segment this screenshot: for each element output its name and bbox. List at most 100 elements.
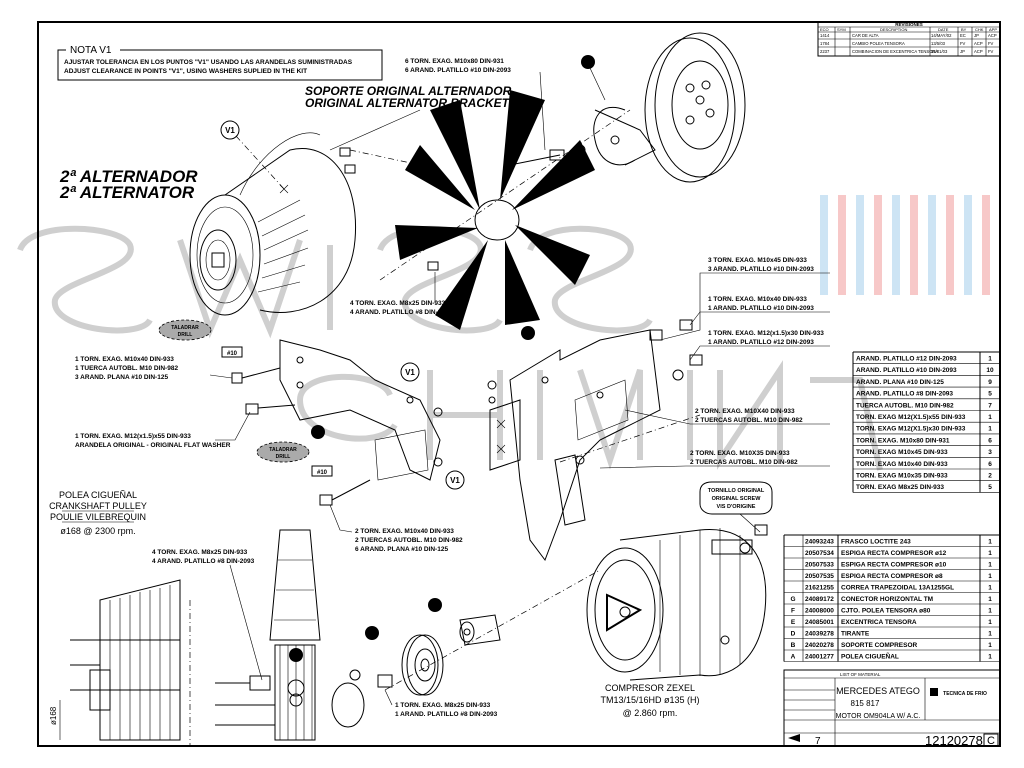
hash-label: #10 xyxy=(227,351,238,357)
callout-text: TORNILLO ORIGINAL xyxy=(708,488,765,494)
bom-item-qty: 3 xyxy=(988,449,992,456)
callout-text: 4 TORN. EXAG. M8x25 DIN-933 xyxy=(350,300,446,307)
bom-item-qty: 6 xyxy=(988,461,992,468)
bom-item-sym: E xyxy=(791,619,796,626)
rev-cell: JP xyxy=(960,49,965,54)
note-line-en: ADJUST CLEARANCE IN POINTS "V1", USING W… xyxy=(64,68,307,75)
rev-cell: ACP xyxy=(988,33,997,38)
callout-text: 2 TUERCAS AUTOBL. M10 DIN-982 xyxy=(690,459,798,466)
bracket-title-es: SOPORTE ORIGINAL ALTERNADOR xyxy=(305,84,512,98)
bom-item-desc: CJTO. POLEA TENSORA ø80 xyxy=(841,608,931,615)
rev-cell: 2237 xyxy=(820,49,830,54)
bom-item-sym: G xyxy=(790,596,795,603)
callout-text: 4 TORN. EXAG. M8x25 DIN-933 xyxy=(152,549,248,556)
crankshaft-pulley-label: POLEA CIGUEÑAL CRANKSHAFT PULLEY POULIE … xyxy=(49,490,147,536)
callout-mid: 2 TORN. EXAG. M10X40 DIN-933 2 TUERCAS A… xyxy=(599,408,830,469)
bom-item-qty: 1 xyxy=(988,608,992,615)
company-name: TECNICA DE FRIO xyxy=(943,691,987,697)
rev-col: CHK xyxy=(975,27,984,32)
callout-bottom: 1 TORN. EXAG. M8x25 DIN-933 1 ARAND. PLA… xyxy=(384,689,498,718)
sheet-number: 7 xyxy=(815,736,821,747)
compressor-title: COMPRESOR ZEXEL xyxy=(605,683,695,693)
pulley-spec: ø168 @ 2300 rpm. xyxy=(60,526,135,536)
bom-item-qty: 5 xyxy=(988,391,992,398)
crankshaft-hub xyxy=(509,32,746,183)
bom-item-desc: ESPIGA RECTA COMPRESOR ø10 xyxy=(841,562,947,569)
bom-item-desc: SOPORTE COMPRESOR xyxy=(841,642,918,649)
callout-left: 1 TORN. EXAG. M10x40 DIN-933 1 TUERCA AU… xyxy=(75,356,251,449)
callout-low: 2 TORN. EXAG. M10x40 DIN-933 2 TUERCAS A… xyxy=(329,504,463,553)
bom-item-qty: 2 xyxy=(988,473,992,480)
tensioner-pulley xyxy=(331,569,601,728)
rev-col: ECO xyxy=(820,27,829,32)
rev-cell: JP xyxy=(974,33,979,38)
pulley-title-fr: POULIE VILEBREQUIN xyxy=(50,512,146,522)
bom-item-qty: 1 xyxy=(988,631,992,638)
bom-item-code: 24093243 xyxy=(805,539,834,546)
drill-note-1: TALADRAR DRILL #10 xyxy=(158,319,243,358)
bom-item-qty: 1 xyxy=(988,356,992,363)
bom-item-qty: 1 xyxy=(988,596,992,603)
bom-item-desc: TORN. EXAG M10x35 DIN-933 xyxy=(856,473,948,480)
callout-fan-bolts: 6 TORN. EXAG. M10x80 DIN-931 6 ARAND. PL… xyxy=(405,55,606,151)
bom-item-sym: A xyxy=(791,654,796,661)
bom-item-qty: 1 xyxy=(988,550,992,557)
callout-text: 1 ARAND. PLATILLO #12 DIN-2093 xyxy=(708,339,814,346)
bom-item-desc: POLEA CIGUEÑAL xyxy=(841,652,899,661)
bom-item-desc: TORN. EXAG M8x25 DIN-933 xyxy=(856,484,944,491)
drill-sublabel: DRILL xyxy=(178,332,193,338)
bom-item-code: 20507534 xyxy=(805,550,834,557)
bom-item-qty: 1 xyxy=(988,585,992,592)
crankshaft-pulley-section: ø168 xyxy=(49,529,321,745)
callout-text: 2 TORN. EXAG. M10x40 DIN-933 xyxy=(355,528,454,535)
alternator-bracket: V1 V1 xyxy=(231,339,465,506)
rev-col: APP xyxy=(989,27,997,32)
note-v1: NOTA V1 AJUSTAR TOLERANCIA EN LOS PUNTOS… xyxy=(57,43,383,81)
svg-text:2237 COMBINACION DE EXCE: 2237 COMBINACION DE EXCENTRICA TENSORA 1… xyxy=(820,49,994,54)
callout-text: 6 ARAND. PLANA #10 DIN-125 xyxy=(355,546,448,553)
sheet-border xyxy=(37,21,1001,747)
dim-168: ø168 xyxy=(49,706,58,725)
title-subtitle: MOTOR OM904LA W/ A.C. xyxy=(836,713,921,720)
bom-item-desc: TORN. EXAG M10x45 DIN-933 xyxy=(856,449,948,456)
callout-text: 3 TORN. EXAG. M10x45 DIN-933 xyxy=(708,257,807,264)
callout-text: 4 ARAND. PLATILLO #8 DIN-2093 xyxy=(152,558,255,565)
note-line-es: AJUSTAR TOLERANCIA EN LOS PUNTOS "V1" US… xyxy=(64,59,353,66)
bom-item-qty: 1 xyxy=(988,654,992,661)
bom-item-code: 24089172 xyxy=(805,596,834,603)
drill-sublabel: DRILL xyxy=(276,454,291,460)
hash-label: #10 xyxy=(317,470,328,476)
bom-item-qty: 1 xyxy=(988,562,992,569)
callout-text: 3 ARAND. PLANA #10 DIN-125 xyxy=(75,374,168,381)
callout-text: 1 TUERCA AUTOBL. M10 DIN-982 xyxy=(75,365,178,372)
compressor-bracket xyxy=(487,326,701,562)
callout-m8-top: 4 TORN. EXAG. M8x25 DIN-933 4 ARAND. PLA… xyxy=(350,261,453,316)
drill-label: TALADRAR xyxy=(171,325,199,331)
watermark xyxy=(17,195,990,471)
callout-text: 1 TORN. EXAG. M12(x1.5)x55 DIN-933 xyxy=(75,433,191,440)
callout-text: 3 ARAND. PLATILLO #10 DIN-2093 xyxy=(708,266,814,273)
callout-text: 1 TORN. EXAG. M10x40 DIN-933 xyxy=(75,356,174,363)
bom-item-desc: TORN. EXAG M10x40 DIN-933 xyxy=(856,461,948,468)
bom-item-qty: 1 xyxy=(988,619,992,626)
svg-text:1414 CAR DE ALTA 1: 1414 CAR DE ALTA 14/MAY/02 EC JP ACP xyxy=(820,33,997,38)
bom-item-qty: 1 xyxy=(988,573,992,580)
callout-text: 4 ARAND. PLATILLO #8 DIN-2093 xyxy=(350,309,453,316)
rev-cell: ACP xyxy=(974,49,983,54)
rev-cell: FV xyxy=(988,41,994,46)
v1-marker: V1 xyxy=(225,126,235,135)
v1-marker: V1 xyxy=(450,476,460,485)
bom-item-code: 20507533 xyxy=(805,562,834,569)
bom-item-desc: FRASCO LOCTITE 243 xyxy=(841,539,911,546)
alternator-title-en: 2ª ALTERNATOR xyxy=(59,183,195,202)
bom-item-code: 24008000 xyxy=(805,608,834,615)
bom-item-desc: ARAND. PLATILLO #10 DIN-2093 xyxy=(856,367,957,374)
rev-cell: CAR DE ALTA xyxy=(852,33,879,38)
bom-item-desc: TIRANTE xyxy=(841,631,870,638)
bom-item-desc: TORN. EXAG. M10x80 DIN-931 xyxy=(856,437,950,444)
callout-text: 1 ARAND. PLATILLO #10 DIN-2093 xyxy=(708,305,814,312)
bom-item-code: 20507535 xyxy=(805,573,834,580)
rev-col: SYM xyxy=(837,27,846,32)
